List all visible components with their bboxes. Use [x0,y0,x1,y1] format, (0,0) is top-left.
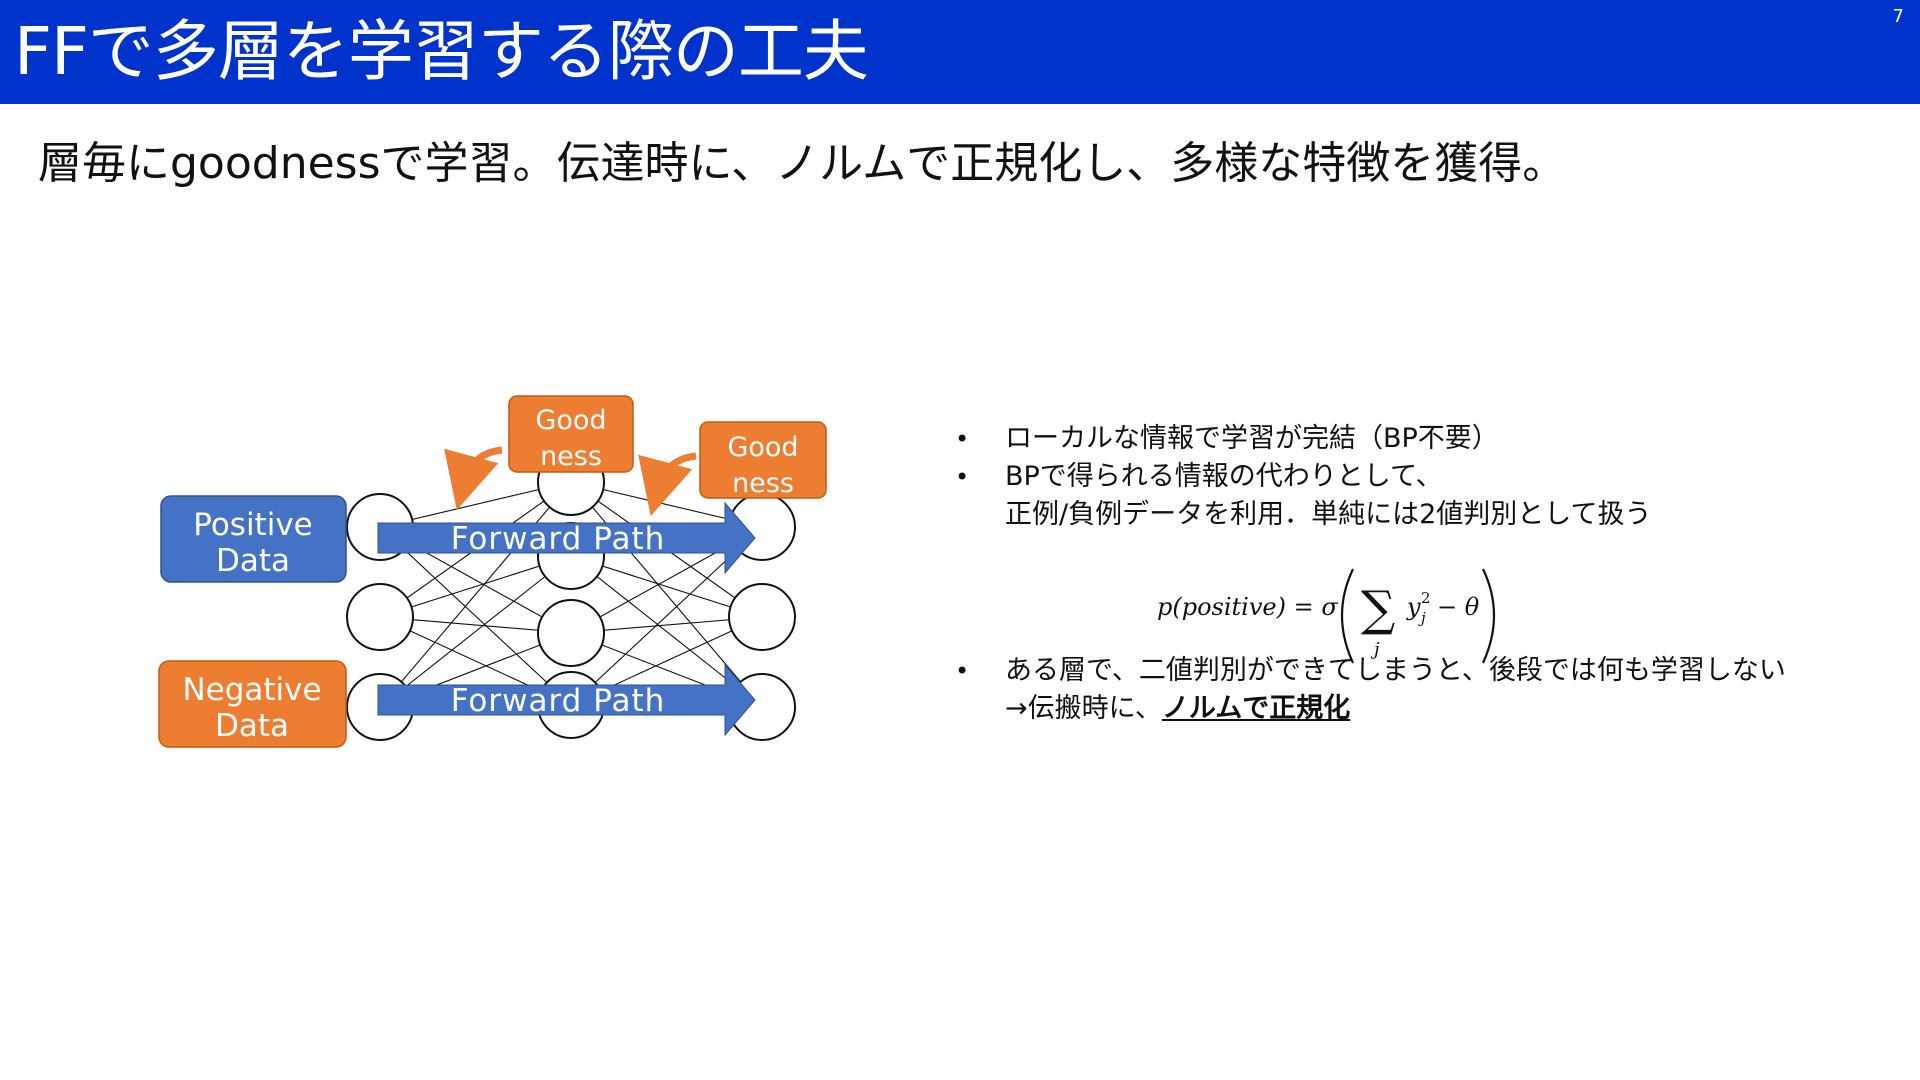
formula-term-sub: j [1418,609,1426,627]
forward-path-arrow-top [377,501,756,575]
network-diagram: Forward Path Forward Path Positive Data … [158,395,827,748]
forward-path-label-bottom: Forward Path [451,683,666,719]
slide-subtitle: 層毎にgoodnessで学習。伝達時に、ノルムで正規化し、多様な特徴を獲得。 [38,138,1567,189]
bullet-item-2: • BPで得られる情報の代わりとして、 正例/負例データを利用．単純には2値判別… [955,458,1855,534]
positive-data-box [160,495,347,583]
page-number: 7 [1892,6,1904,27]
goodness-box-1 [508,395,634,473]
goodness-formula: p(positive) = σ ∑ j y 2 j − θ [1157,568,1496,664]
goodness-box-1-line2: ness [540,441,602,472]
bullet-dot: • [955,425,970,453]
bullet-dot: • [955,463,970,491]
negative-data-label-line2: Data [215,708,289,744]
bullet-1-line-1: ローカルな情報で学習が完結（BP不要） [1005,423,1499,454]
bullet-3-line-1: ある層で、二値判別ができてしまうと、後段では何も学習しない [1005,655,1786,686]
goodness-box-2 [699,421,827,499]
forward-path-arrow-bottom [377,663,756,737]
formula-rest: − θ [1437,593,1480,621]
formula-sum-index: j [1370,639,1380,660]
neuron-hidden-3 [537,599,605,667]
positive-data-label-line1: Positive [193,507,313,543]
bullet-dot: • [955,657,970,685]
bullet-item-3: • ある層で、二値判別ができてしまうと、後段では何も学習しない →伝搬時に、ノル… [955,652,1855,728]
bullet-2-line-1: BPで得られる情報の代わりとして、 [1005,461,1443,492]
bullet-3-emphasis: ノルムで正規化 [1161,693,1351,724]
formula-sum-sign: ∑ [1361,581,1395,637]
bullet-3-prefix: →伝搬時に、 [1005,693,1162,724]
slide-title: FFで多層を学習する際の工夫 [14,13,869,90]
neuron-output-2 [728,583,796,651]
positive-data-label-line2: Data [216,543,290,579]
goodness-arrow-2 [638,452,697,517]
goodness-arrow-1 [444,446,503,511]
forward-path-label-top: Forward Path [451,521,666,557]
negative-data-box [158,660,347,748]
neuron-input-2 [346,583,414,651]
goodness-box-2-line1: Good [727,432,798,463]
formula-right-paren [1481,568,1496,664]
bullet-2-line-2: 正例/負例データを利用．単純には2値判別として扱う [1005,499,1652,530]
title-bar: FFで多層を学習する際の工夫 7 [0,0,1920,104]
goodness-box-2-line2: ness [732,468,794,499]
bullet-3-line-2: →伝搬時に、ノルムで正規化 [1005,690,1855,728]
bullet-item-1: • ローカルな情報で学習が完結（BP不要） [955,420,1855,458]
formula-left-paren [1340,568,1355,664]
formula-term-sup: 2 [1421,589,1431,607]
bullet-list: • ローカルな情報で学習が完結（BP不要） • BPで得られる情報の代わりとして… [955,420,1855,728]
formula-term: y [1406,593,1421,621]
goodness-box-1-line1: Good [535,405,606,436]
negative-data-label-line1: Negative [182,672,321,708]
formula-lhs: p(positive) = σ [1157,593,1338,621]
